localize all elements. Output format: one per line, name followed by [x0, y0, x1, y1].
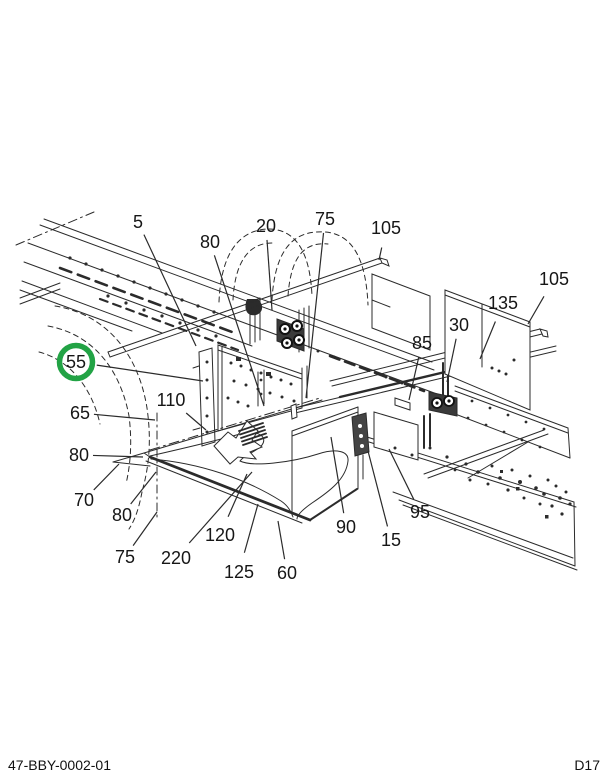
leader-line — [388, 448, 415, 500]
callout-65[interactable]: 65 — [70, 403, 156, 423]
callouts-layer: 5 80 20 75 105 105 135 30 85 55 110 65 80 70 80 75 220 12… — [56, 209, 569, 583]
leader-line — [185, 412, 207, 431]
callout-label: 70 — [74, 490, 94, 510]
leader-line — [130, 471, 157, 505]
center-wheel-outlines — [218, 228, 369, 316]
leader-line — [92, 454, 144, 458]
callout-label: 90 — [336, 517, 356, 537]
callout-label: 15 — [381, 530, 401, 550]
page-code: D17 — [574, 757, 600, 773]
callout-label: 30 — [449, 315, 469, 335]
callout-label: 65 — [70, 403, 90, 423]
leader-line — [227, 473, 248, 517]
callout-85[interactable]: 85 — [408, 333, 432, 401]
callout-15[interactable]: 15 — [367, 450, 401, 550]
callout-20[interactable]: 20 — [256, 216, 276, 311]
callout-label: 85 — [412, 333, 432, 353]
callout-105[interactable]: 105 — [527, 269, 569, 325]
callout-label: 80 — [200, 232, 220, 252]
callout-label: 105 — [539, 269, 569, 289]
callout-label: 55 — [66, 352, 86, 372]
drawing-number: 47-BBY-0002-01 — [8, 757, 111, 773]
callout-label: 75 — [115, 547, 135, 567]
battery-box-tray — [112, 397, 359, 524]
leader-line — [93, 413, 156, 421]
callout-label: 125 — [224, 562, 254, 582]
callout-label: 95 — [410, 502, 430, 522]
back-panel — [217, 344, 303, 432]
callout-125[interactable]: 125 — [224, 503, 259, 582]
callout-label: 60 — [277, 563, 297, 583]
leader-line — [132, 511, 158, 546]
callout-220[interactable]: 220 — [161, 471, 253, 568]
callout-label: 105 — [371, 218, 401, 238]
highlight-ring — [56, 342, 96, 382]
callout-70[interactable]: 70 — [74, 463, 120, 510]
right-panel — [444, 289, 531, 411]
leader-line — [266, 239, 273, 311]
callout-label: 80 — [69, 445, 89, 465]
gusset-plate — [371, 273, 431, 351]
callout-90[interactable]: 90 — [330, 436, 356, 537]
connector-cluster-center — [276, 318, 305, 352]
leader-line — [330, 436, 345, 514]
callout-55[interactable]: 55 — [56, 342, 204, 382]
leader-line — [213, 255, 265, 407]
connector-pair-right — [428, 391, 458, 417]
callout-5[interactable]: 5 — [133, 212, 197, 347]
diagram-line-art — [15, 211, 578, 571]
callout-30[interactable]: 30 — [446, 315, 469, 383]
callout-label: 80 — [112, 505, 132, 525]
upper-support-angle — [107, 257, 390, 358]
callout-135[interactable]: 135 — [479, 293, 518, 360]
leader-line — [378, 247, 383, 261]
left-frame-rail — [15, 211, 438, 395]
callout-80[interactable]: 80 — [200, 232, 265, 407]
callout-75[interactable]: 75 — [115, 511, 158, 567]
leader-line — [188, 471, 253, 544]
callout-95[interactable]: 95 — [388, 448, 430, 522]
callout-75[interactable]: 75 — [305, 209, 335, 399]
leader-line — [446, 338, 457, 383]
callout-80[interactable]: 80 — [69, 445, 144, 465]
leader-line — [305, 232, 325, 399]
leader-line — [527, 296, 545, 325]
callout-label: 220 — [161, 548, 191, 568]
hanger-bracket — [351, 412, 370, 481]
callout-label: 75 — [315, 209, 335, 229]
callout-110[interactable]: 110 — [157, 390, 207, 431]
callout-label: 120 — [205, 525, 235, 545]
callout-120[interactable]: 120 — [205, 473, 248, 545]
leader-line — [408, 356, 420, 401]
leader-line — [277, 520, 286, 560]
leader-line — [96, 364, 204, 382]
leader-line — [243, 503, 259, 553]
callout-label: 5 — [133, 212, 143, 232]
callout-60[interactable]: 60 — [277, 520, 297, 583]
leader-line — [93, 463, 120, 491]
callout-label: 110 — [157, 390, 186, 410]
leader-line — [479, 321, 496, 360]
bracket-55 — [192, 347, 216, 447]
leader-line — [367, 450, 389, 527]
right-frame-rails — [366, 385, 578, 571]
callout-80[interactable]: 80 — [112, 471, 157, 525]
callout-label: 135 — [488, 293, 518, 313]
leader-line — [143, 234, 197, 347]
callout-label: 20 — [256, 216, 276, 236]
callout-105[interactable]: 105 — [371, 218, 401, 261]
